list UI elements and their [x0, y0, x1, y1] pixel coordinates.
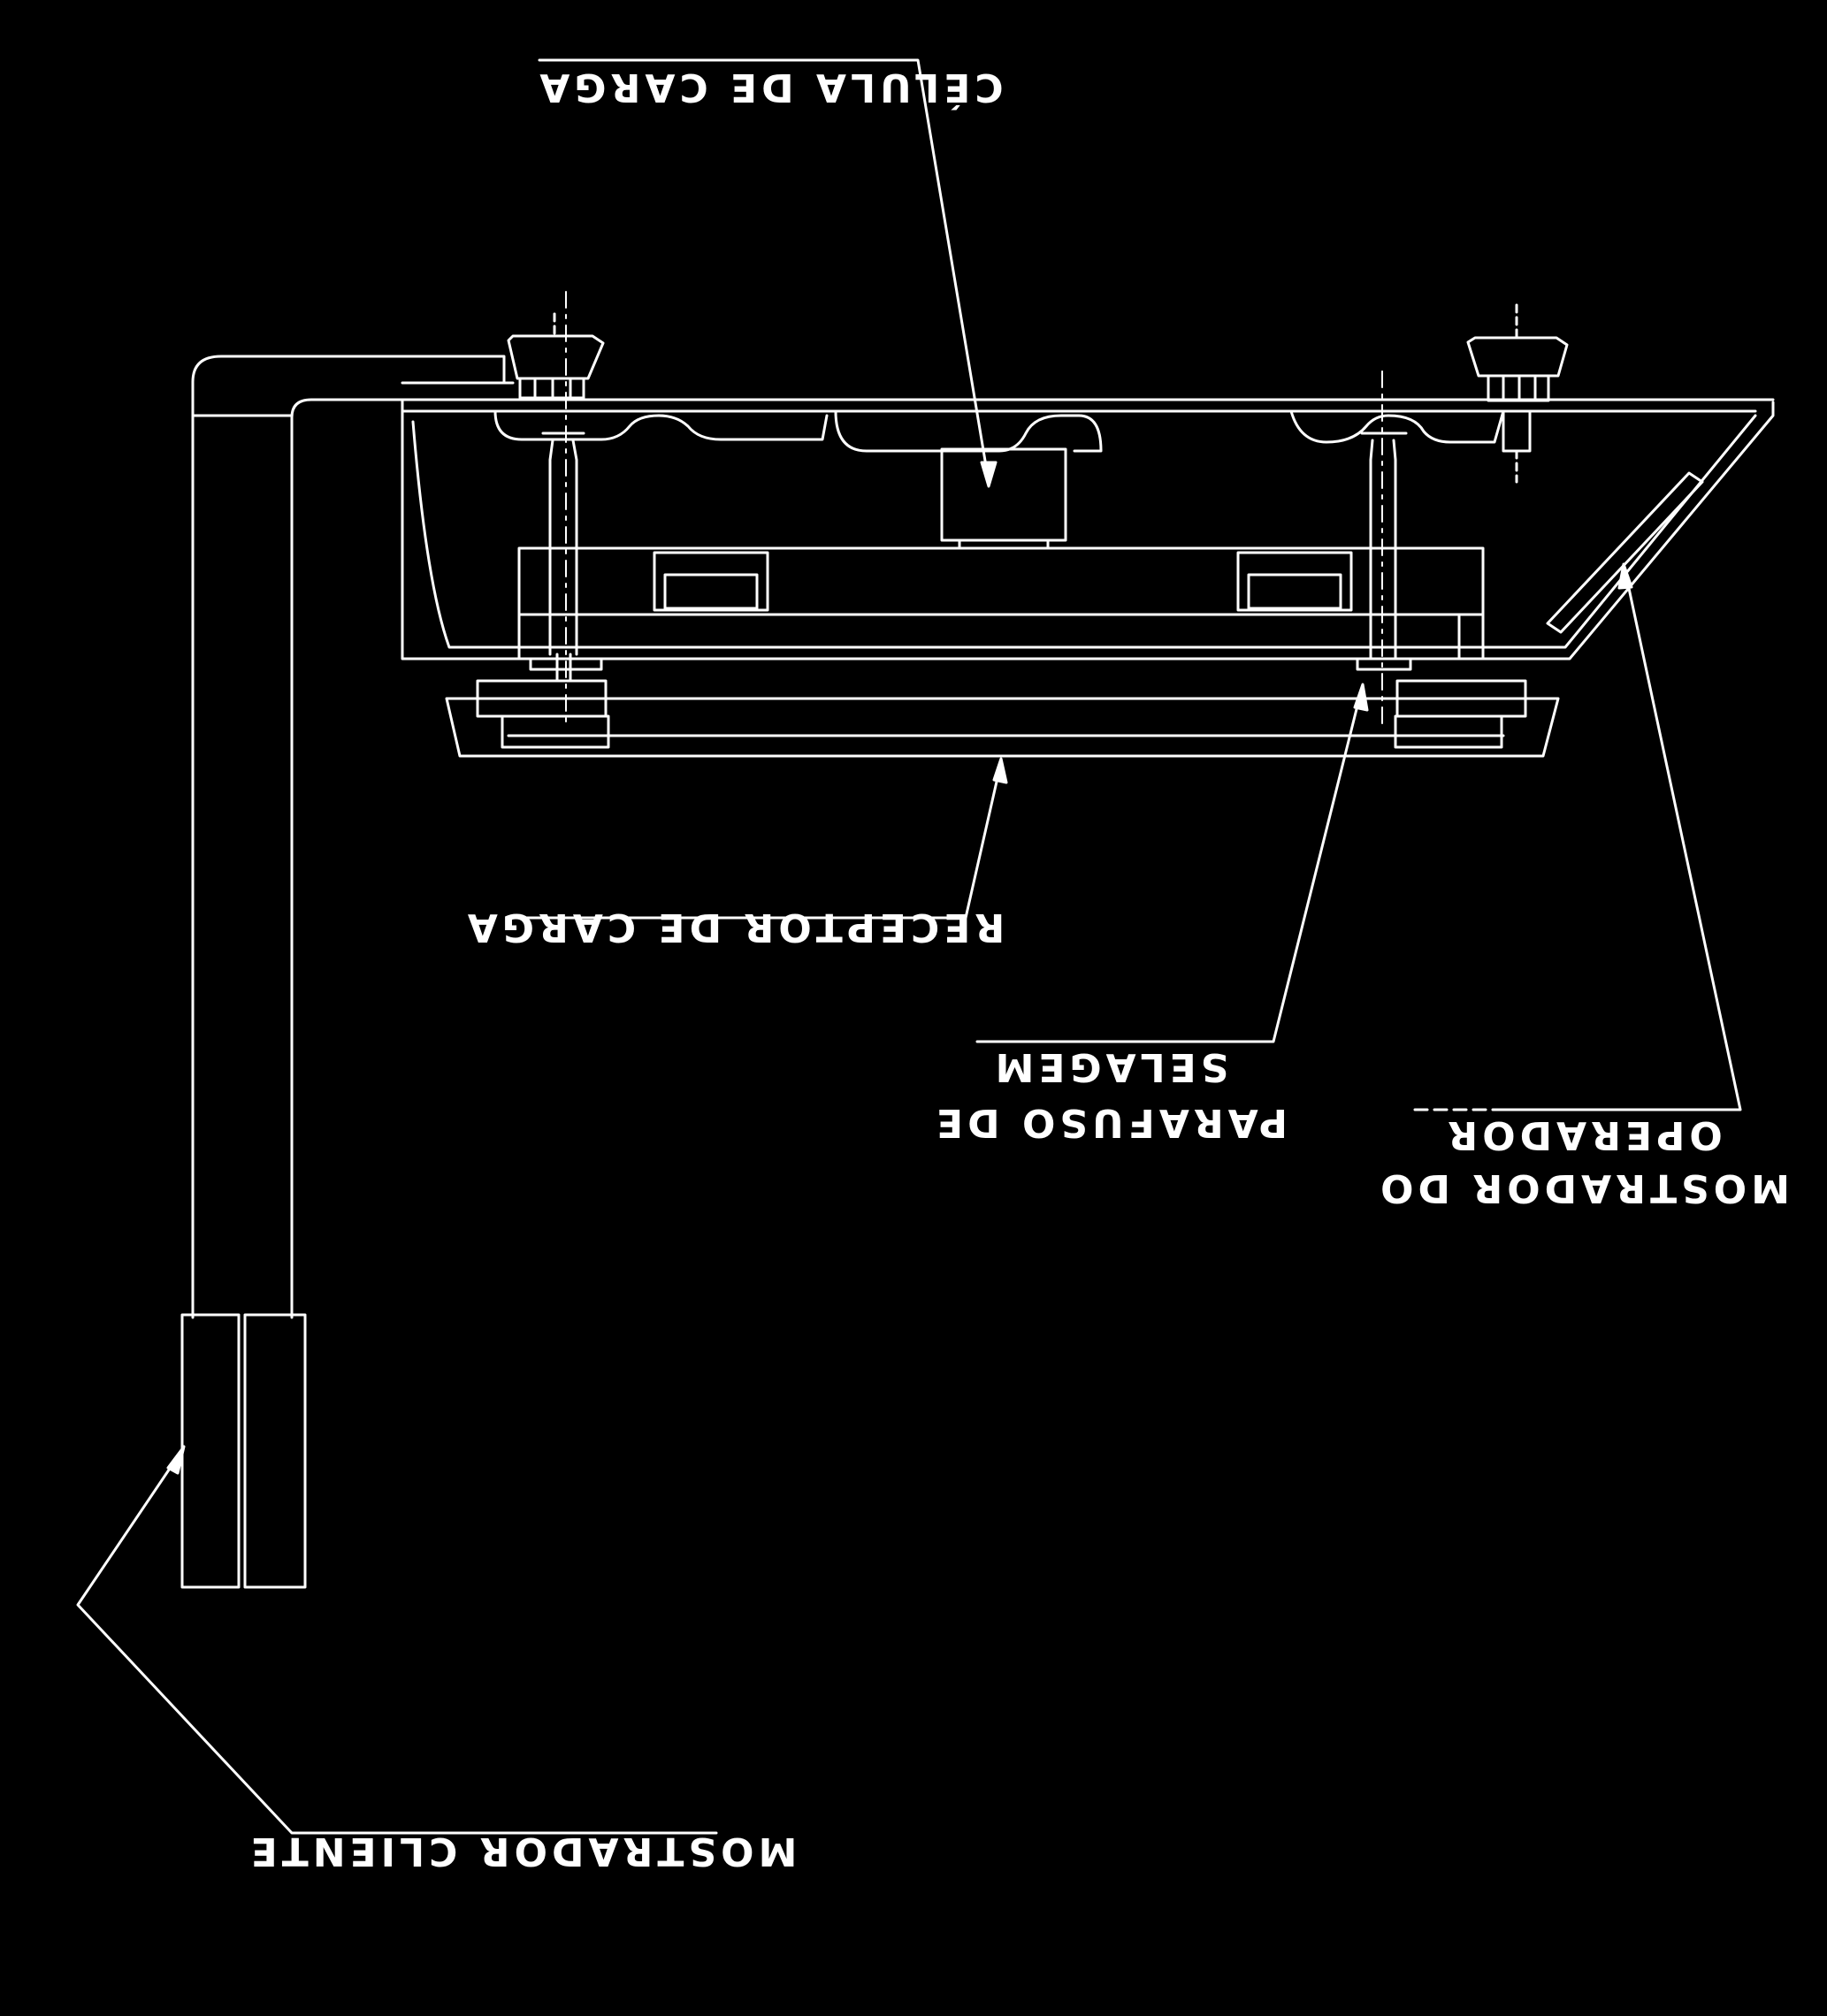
right-column: [1356, 370, 1412, 726]
leader-sealing-screw: [975, 683, 1369, 1043]
label-sealing-screw: PARAFUSO DE SELAGEM: [932, 1044, 1288, 1145]
label-sealing-screw-line2: SELAGEM: [991, 1044, 1229, 1089]
customer-display-pole: [191, 355, 515, 1319]
label-customer-display: MOSTRADOR CLIENTE: [247, 1829, 798, 1874]
label-load-receptor: RECEPTOR DE CARGA: [463, 905, 1005, 950]
leader-customer-display: [76, 1445, 718, 1835]
label-load-cell: CÉLULA DE CARGA: [535, 65, 1003, 111]
left-column: [529, 291, 603, 726]
label-operator-display-line2: OPERADOR: [1443, 1112, 1722, 1157]
right-knob: [1466, 303, 1569, 484]
label-customer-display-text: MOSTRADOR CLIENTE: [247, 1829, 798, 1874]
load-receptor: [445, 679, 1560, 758]
label-operator-display: MOSTRADOR DO OPERADOR: [1376, 1112, 1790, 1210]
label-operator-display-line1: MOSTRADOR DO: [1376, 1165, 1790, 1210]
left-knob: [507, 312, 605, 400]
leader-operator-display: [1413, 562, 1742, 1111]
leader-load-receptor: [520, 757, 1008, 920]
top-plate-profile: [493, 409, 1505, 453]
leader-load-cell: [538, 58, 998, 488]
label-load-receptor-text: RECEPTOR DE CARGA: [463, 905, 1005, 950]
label-sealing-screw-line1: PARAFUSO DE: [932, 1100, 1288, 1145]
label-load-cell-text: CÉLULA DE CARGA: [535, 65, 1003, 111]
internal-frame: [517, 546, 1485, 661]
